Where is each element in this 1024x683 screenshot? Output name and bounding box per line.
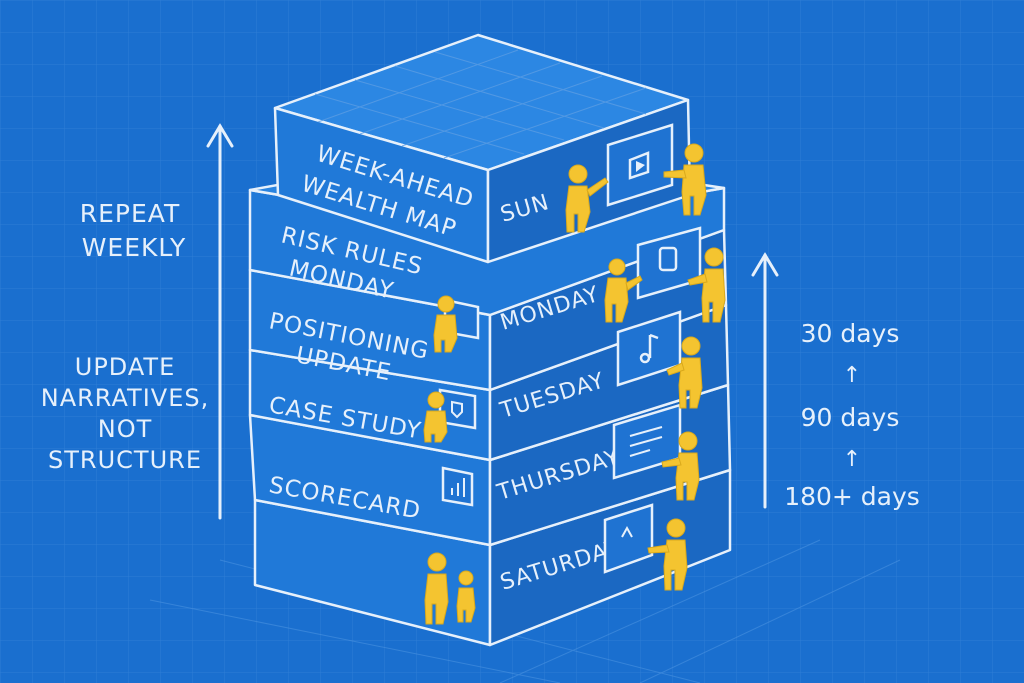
- top-grid: [314, 49, 647, 159]
- timeline-up-arrow-2: ↑: [843, 447, 861, 472]
- person-figure: [661, 431, 700, 501]
- update-note-line1: UPDATE: [75, 353, 175, 381]
- presentation-icon: [603, 503, 654, 574]
- repeat-arrow: [206, 123, 234, 520]
- person-figure: [687, 247, 726, 323]
- timeline-up-arrow-1: ↑: [843, 363, 861, 388]
- repeat-note-line1: REPEAT: [80, 199, 180, 228]
- person-figure: [663, 143, 707, 216]
- person-figure: [666, 336, 703, 409]
- repeat-note-line2: WEEKLY: [82, 233, 187, 262]
- timeline-30-days: 30 days: [801, 319, 900, 348]
- timeline-90-days: 90 days: [801, 403, 900, 432]
- timeline-arrow: [751, 252, 779, 509]
- person-figure: [647, 518, 688, 591]
- person-figure: [433, 295, 458, 353]
- play-icon: [606, 123, 674, 207]
- chart-icon: [441, 466, 474, 507]
- floor-grid: [149, 539, 901, 683]
- person-figure: [424, 552, 449, 625]
- people-figures: [423, 143, 726, 625]
- update-note-line4: STRUCTURE: [48, 446, 202, 474]
- person-figure: [456, 570, 476, 623]
- timeline-180-days: 180+ days: [784, 482, 920, 511]
- person-figure: [604, 258, 643, 323]
- screens: [438, 123, 702, 574]
- update-note-line2: NARRATIVES,: [41, 384, 210, 412]
- person-figure: [565, 164, 609, 233]
- update-note-line3: NOT: [98, 415, 153, 443]
- person-figure: [423, 391, 448, 443]
